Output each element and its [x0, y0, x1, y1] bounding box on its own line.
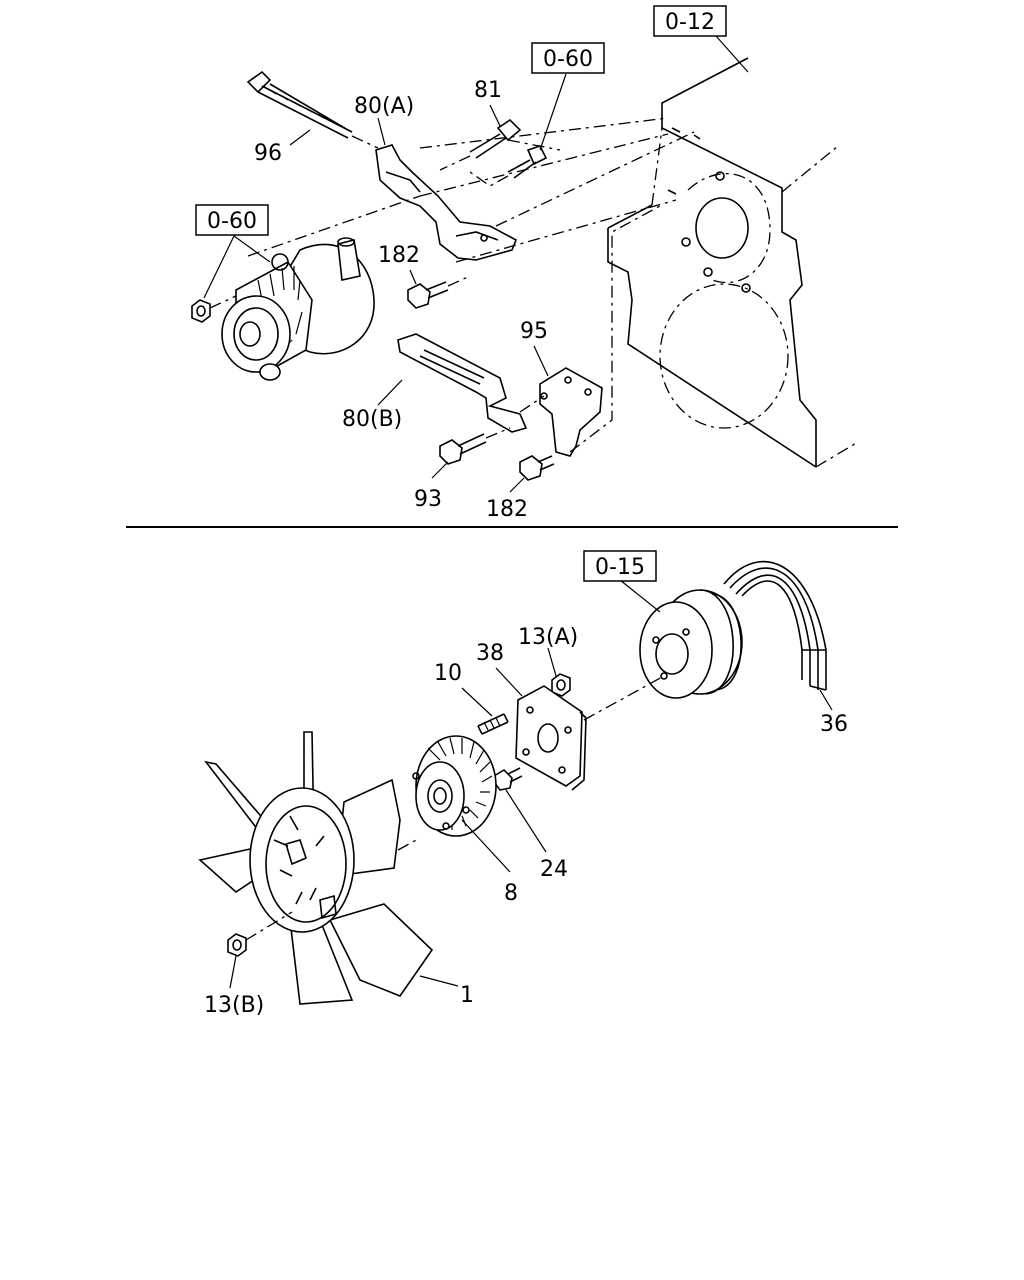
plate-38-icon	[515, 685, 587, 791]
callout-24: 24	[540, 857, 568, 882]
leader-13a	[547, 647, 557, 677]
callout-80b: 80(B)	[342, 407, 402, 432]
ref-0-15-label: 0-15	[595, 555, 645, 580]
ref-box-0-60-top: 0-60	[531, 42, 605, 74]
leader-80a	[377, 117, 386, 146]
leader-0-12	[715, 35, 749, 73]
ref-box-0-15: 0-15	[583, 550, 657, 582]
callout-182-top: 182	[378, 243, 420, 268]
bolt-81-icon	[469, 118, 522, 159]
engine-block-icon	[607, 57, 859, 468]
leader-81	[489, 104, 501, 127]
leader-24	[505, 789, 547, 853]
leader-10	[461, 687, 493, 717]
ref-0-60-top-label: 0-60	[543, 47, 593, 72]
alternator-icon	[221, 237, 375, 381]
leader-182-bottom	[509, 477, 525, 493]
bolt-182-top-icon	[407, 281, 449, 309]
stud-0-60-icon	[507, 145, 548, 179]
leader-96	[289, 129, 311, 146]
stud-10-icon	[477, 713, 509, 735]
leader-0-15	[619, 579, 661, 613]
callout-80a: 80(A)	[354, 94, 414, 119]
leader-182-top	[409, 269, 417, 285]
pulley-icon	[639, 589, 743, 699]
nut-13b-icon	[227, 933, 247, 957]
callout-95: 95	[520, 319, 548, 344]
leader-1	[419, 975, 459, 987]
fan-clutch-icon	[412, 735, 497, 837]
bolt-182-bottom-icon	[519, 455, 555, 481]
ref-box-0-60-left: 0-60	[195, 204, 269, 236]
callout-13b: 13(B)	[204, 993, 264, 1018]
leader-36	[819, 689, 833, 711]
callout-8: 8	[504, 881, 518, 906]
ref-0-60-left-label: 0-60	[207, 209, 257, 234]
callout-10: 10	[434, 661, 462, 686]
long-bolt-96-icon	[246, 70, 353, 139]
callout-182-bottom: 182	[486, 497, 528, 522]
callout-81: 81	[474, 78, 502, 103]
callout-36: 36	[820, 712, 848, 737]
ref-box-0-12: 0-12	[653, 5, 727, 37]
leader-0-60-top	[539, 73, 567, 151]
nut-0-60-icon	[191, 299, 211, 323]
leader-93	[431, 461, 449, 479]
callout-93: 93	[414, 487, 442, 512]
bolt-24-icon	[493, 767, 523, 791]
bolt-93-icon	[439, 433, 487, 465]
leader-95	[533, 345, 549, 377]
leader-38	[495, 667, 523, 697]
v-belt-icon	[723, 560, 827, 691]
fan-icon	[198, 731, 434, 1005]
leader-8	[461, 819, 511, 873]
callout-96: 96	[254, 141, 282, 166]
bracket-80b-icon	[397, 333, 528, 433]
leader-0-60-left-b	[233, 235, 271, 263]
callout-13a: 13(A)	[518, 625, 578, 650]
leader-13b	[229, 955, 237, 989]
callout-1: 1	[460, 983, 474, 1008]
callout-38: 38	[476, 641, 504, 666]
leader-80b	[377, 379, 403, 406]
plate-95-icon	[539, 367, 603, 457]
bracket-80a-icon	[375, 144, 518, 261]
leader-0-60-left-a	[203, 235, 235, 299]
ref-0-12-label: 0-12	[665, 10, 715, 35]
